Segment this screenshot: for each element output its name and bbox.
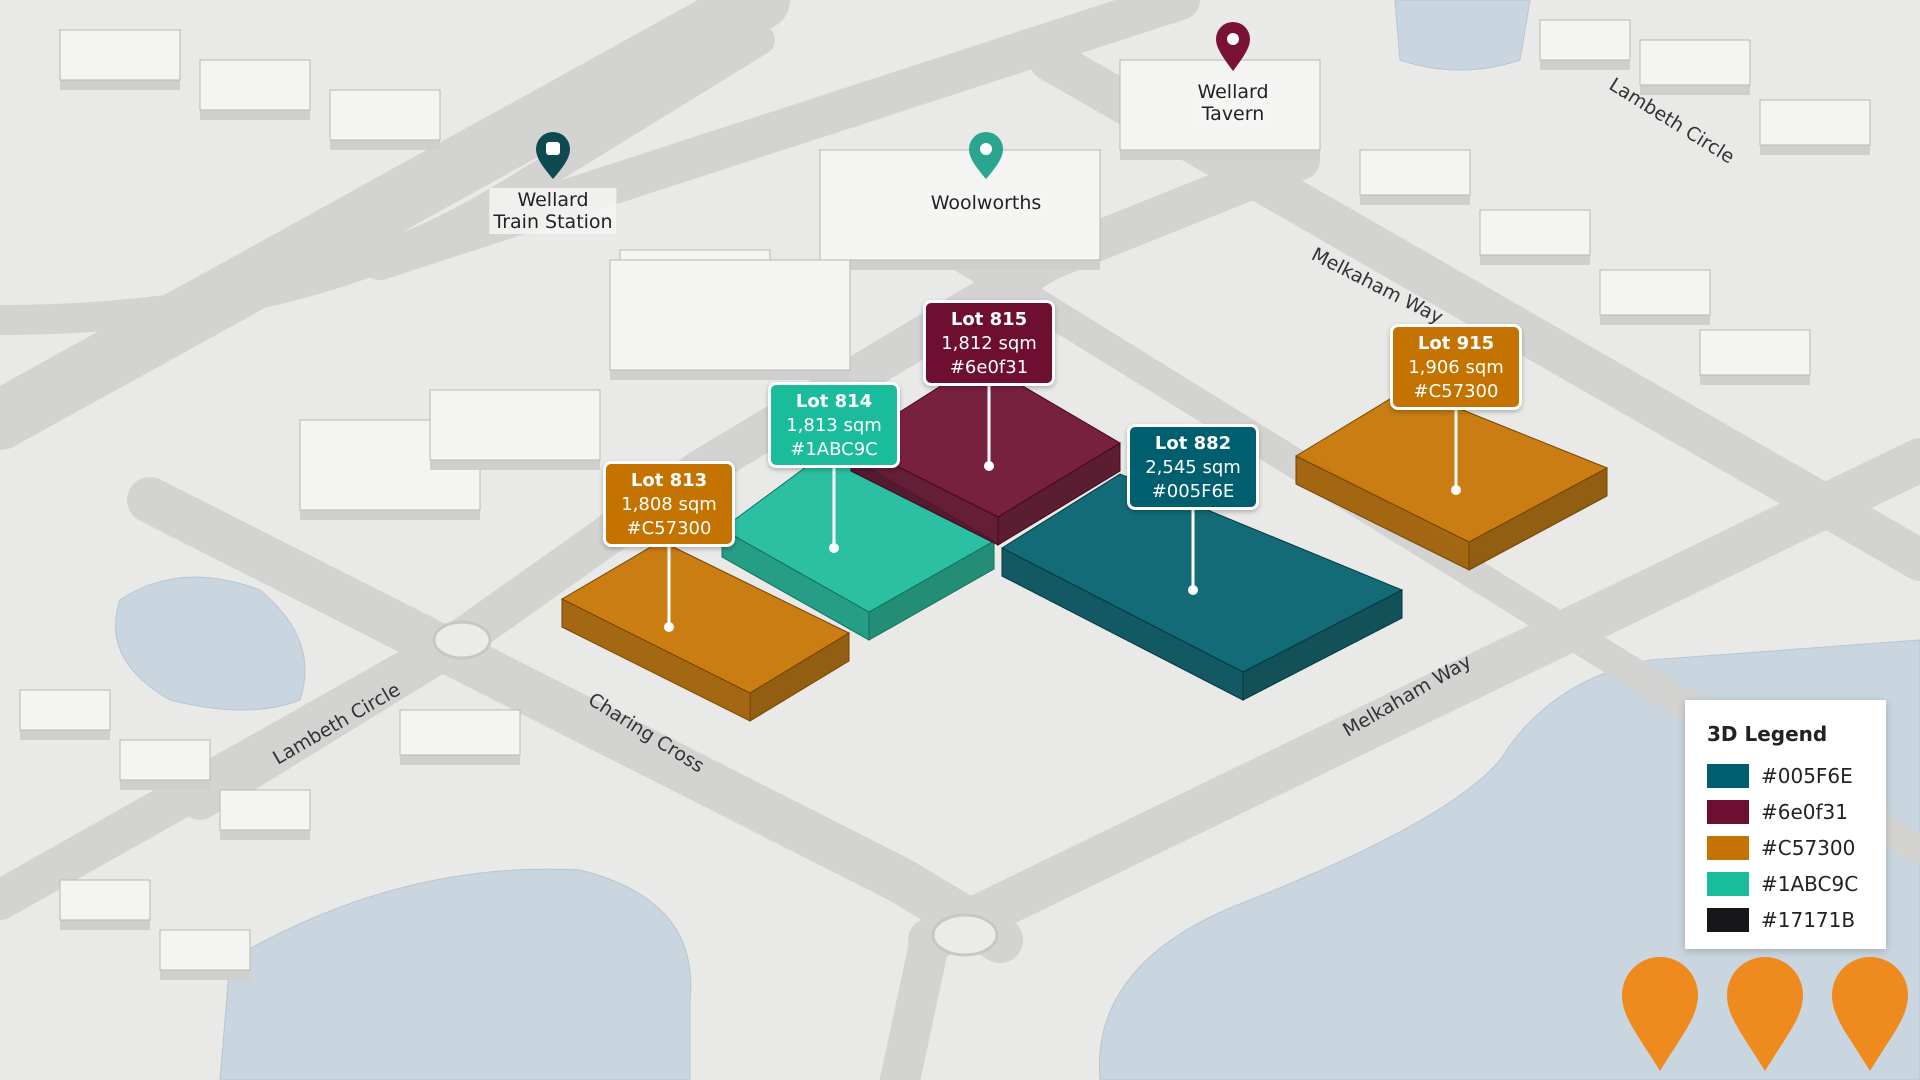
anchor-dot: [829, 543, 839, 553]
lot-area: 1,906 sqm: [1408, 357, 1504, 378]
legend-item: #1ABC9C: [1707, 866, 1886, 902]
lot-label[interactable]: Lot 815 1,812 sqm #6e0f31: [923, 300, 1055, 386]
building: [19, 689, 111, 740]
legend-swatch: [1707, 764, 1749, 788]
orange-marker-icon[interactable]: [1830, 955, 1910, 1073]
legend-label: #C57300: [1761, 836, 1856, 860]
poi-line: Train Station: [493, 211, 613, 233]
legend-label: #6e0f31: [1761, 800, 1849, 824]
poi-label-train-station[interactable]: Wellard Train Station: [489, 188, 617, 234]
building: [119, 739, 211, 790]
lot-title: Lot 813: [630, 470, 708, 491]
lot-title: Lot 814: [795, 391, 873, 412]
anchor-dot: [1451, 485, 1461, 495]
lot-color-code: #6e0f31: [949, 357, 1029, 378]
poi-line: Wellard: [1197, 81, 1269, 103]
legend-item: #6e0f31: [1707, 794, 1886, 830]
building: [1359, 149, 1471, 205]
orange-marker-icon[interactable]: [1620, 955, 1700, 1073]
building: [1539, 19, 1631, 70]
building: [399, 709, 521, 765]
lot-label[interactable]: Lot 915 1,906 sqm #C57300: [1390, 324, 1522, 410]
building: [159, 929, 251, 980]
building: [819, 149, 1101, 270]
lot-face[interactable]: [1294, 387, 1609, 543]
poi-line: Wellard: [517, 189, 589, 211]
legend-swatch: [1707, 872, 1749, 896]
poi-label-woolworths[interactable]: Woolworths: [926, 191, 1046, 215]
poi-line: Tavern: [1201, 103, 1265, 125]
legend-swatch: [1707, 908, 1749, 932]
building: [1699, 329, 1811, 385]
building: [429, 389, 601, 470]
poi-line: Woolworths: [930, 192, 1042, 214]
legend-label: #1ABC9C: [1761, 872, 1859, 896]
lot-color-code: #C57300: [1413, 381, 1499, 402]
tavern-pin-icon: [1216, 22, 1250, 71]
lot-label[interactable]: Lot 813 1,808 sqm #C57300: [603, 461, 735, 547]
building: [1479, 209, 1591, 265]
building: [59, 879, 151, 930]
lot-title: Lot 815: [950, 309, 1028, 330]
lot-label[interactable]: Lot 882 2,545 sqm #005F6E: [1127, 424, 1259, 510]
buildings: [19, 19, 1871, 980]
woolworths-pin-icon: [969, 132, 1003, 179]
legend-item: #17171B: [1707, 902, 1886, 938]
lot-title: Lot 882: [1154, 433, 1232, 454]
roundabouts: [432, 620, 999, 957]
building: [609, 259, 851, 380]
building: [59, 29, 181, 90]
lot-area: 1,812 sqm: [941, 333, 1037, 354]
legend-title: 3D Legend: [1707, 722, 1828, 746]
orange-marker-icon[interactable]: [1725, 955, 1805, 1073]
legend-item: #C57300: [1707, 830, 1886, 866]
building: [199, 59, 311, 120]
legend-item: #005F6E: [1707, 758, 1886, 794]
legend-label: #17171B: [1761, 908, 1856, 932]
building: [1759, 99, 1871, 155]
lot-label[interactable]: Lot 814 1,813 sqm #1ABC9C: [768, 382, 900, 468]
lot-area: 2,545 sqm: [1145, 457, 1241, 478]
anchor-dot: [664, 622, 674, 632]
anchor-dot: [984, 461, 994, 471]
poi-label-tavern[interactable]: Wellard Tavern: [1193, 80, 1273, 126]
lots-3d: [560, 360, 1609, 722]
lot-color-code: #1ABC9C: [790, 439, 878, 460]
legend-label: #005F6E: [1761, 764, 1853, 788]
lot-color-code: #C57300: [626, 518, 712, 539]
train-pin-icon: [536, 132, 570, 179]
lot-face[interactable]: [560, 540, 851, 694]
lot-color-code: #005F6E: [1151, 481, 1235, 502]
legend-swatch: [1707, 800, 1749, 824]
building: [1599, 269, 1711, 325]
anchor-dot: [1188, 585, 1198, 595]
building: [1639, 39, 1751, 95]
lot-title: Lot 915: [1417, 333, 1495, 354]
lot-area: 1,808 sqm: [621, 494, 717, 515]
lot-face[interactable]: [849, 360, 1121, 518]
legend: 3D Legend #005F6E #6e0f31 #C57300 #1ABC9C #1…: [1685, 700, 1886, 949]
legend-swatch: [1707, 836, 1749, 860]
lot-face[interactable]: [1000, 473, 1404, 673]
building: [329, 89, 441, 150]
lot-area: 1,813 sqm: [786, 415, 882, 436]
poi-pins: [536, 22, 1250, 179]
building: [219, 789, 311, 840]
